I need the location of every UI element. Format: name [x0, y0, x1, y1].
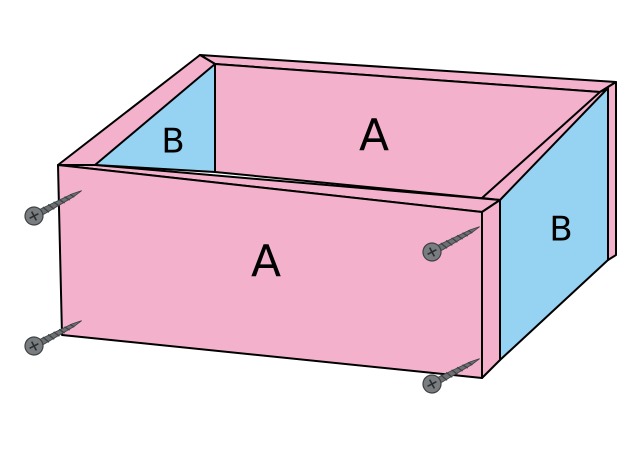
left-side-panel-label: B: [161, 122, 184, 162]
front-panel-a-end: [481, 199, 501, 379]
front-panel-label: A: [251, 236, 281, 287]
back-panel-label: A: [359, 110, 389, 161]
right-side-panel-label: B: [549, 210, 572, 250]
